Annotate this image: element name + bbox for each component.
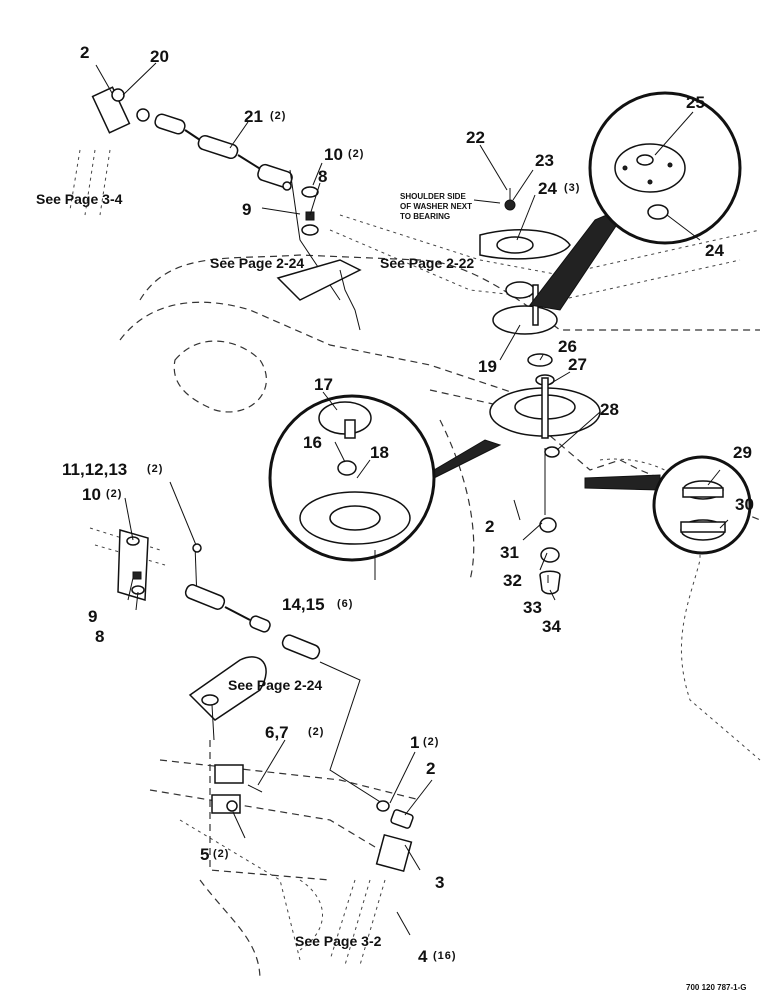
label-1: 1 [410, 733, 419, 752]
label-5-qty: (2) [213, 848, 229, 860]
label-24-zoom: 24 [705, 241, 724, 260]
label-3: 3 [435, 873, 444, 892]
label-17: 17 [314, 375, 333, 394]
page-references: See Page 3-4 See Page 2-24 See Page 2-22… [36, 191, 474, 949]
label-23: 23 [535, 151, 554, 170]
note-line-2: OF WASHER NEXT [400, 202, 472, 211]
label-10-lower-qty: (2) [106, 488, 122, 500]
note-line-1: SHOULDER SIDE [400, 192, 466, 201]
label-18: 18 [370, 443, 389, 462]
label-2-lower: 2 [426, 759, 435, 778]
label-4: 4 [418, 947, 428, 966]
label-34: 34 [542, 617, 561, 636]
ref-page-2-24-lower: See Page 2-24 [228, 677, 322, 693]
label-9-lower: 9 [88, 607, 97, 626]
lower-linkage [89, 527, 414, 966]
label-21-qty: (2) [270, 110, 286, 122]
label-24-upper-qty: (3) [564, 182, 580, 194]
label-14-15: 14,15 [282, 595, 325, 614]
label-26: 26 [558, 337, 577, 356]
label-6-7-qty: (2) [308, 726, 324, 738]
washer-note: SHOULDER SIDE OF WASHER NEXT TO BEARING [400, 192, 472, 221]
label-21: 21 [244, 107, 263, 126]
label-29: 29 [733, 443, 752, 462]
zoom-detail-29 [584, 455, 752, 555]
label-25: 25 [686, 93, 705, 112]
label-14-15-qty: (6) [337, 598, 353, 610]
label-8-top: 8 [318, 167, 327, 186]
label-27: 27 [568, 355, 587, 374]
ref-page-2-22: See Page 2-22 [380, 255, 474, 271]
label-32: 32 [503, 571, 522, 590]
label-2-mid: 2 [485, 517, 494, 536]
label-6-7: 6,7 [265, 723, 289, 742]
ref-page-3-2: See Page 3-2 [295, 933, 382, 949]
label-5: 5 [200, 845, 209, 864]
label-2-top: 2 [80, 43, 89, 62]
label-10-lower: 10 [82, 485, 101, 504]
label-33: 33 [523, 598, 542, 617]
label-8-lower: 8 [95, 627, 104, 646]
ref-page-2-24-upper: See Page 2-24 [210, 255, 304, 271]
zoom-detail-25 [529, 91, 742, 311]
label-10-top-qty: (2) [348, 148, 364, 160]
label-20: 20 [150, 47, 169, 66]
label-22: 22 [466, 128, 485, 147]
label-30: 30 [735, 495, 754, 514]
label-9-top: 9 [242, 200, 251, 219]
label-19: 19 [478, 357, 497, 376]
zoom-detail-17 [268, 394, 502, 562]
label-1-qty: (2) [423, 736, 439, 748]
label-28: 28 [600, 400, 619, 419]
figure-id: 700 120 787-1-G [686, 983, 747, 992]
note-line-3: TO BEARING [400, 212, 450, 221]
part-labels: 2 20 21 (2) 10 (2) 8 9 22 23 24 (3) 25 2… [62, 43, 754, 966]
label-31: 31 [500, 543, 519, 562]
label-10-top: 10 [324, 145, 343, 164]
label-11-12-13: 11,12,13 [62, 460, 127, 479]
upper-linkage [69, 86, 362, 331]
leader-lines [95, 62, 729, 936]
drive-hub-stack [479, 188, 601, 595]
label-24-upper: 24 [538, 179, 557, 198]
label-16: 16 [303, 433, 322, 452]
ref-page-3-4: See Page 3-4 [36, 191, 123, 207]
label-11-12-13-qty: (2) [147, 463, 163, 475]
label-4-qty: (16) [433, 950, 457, 962]
